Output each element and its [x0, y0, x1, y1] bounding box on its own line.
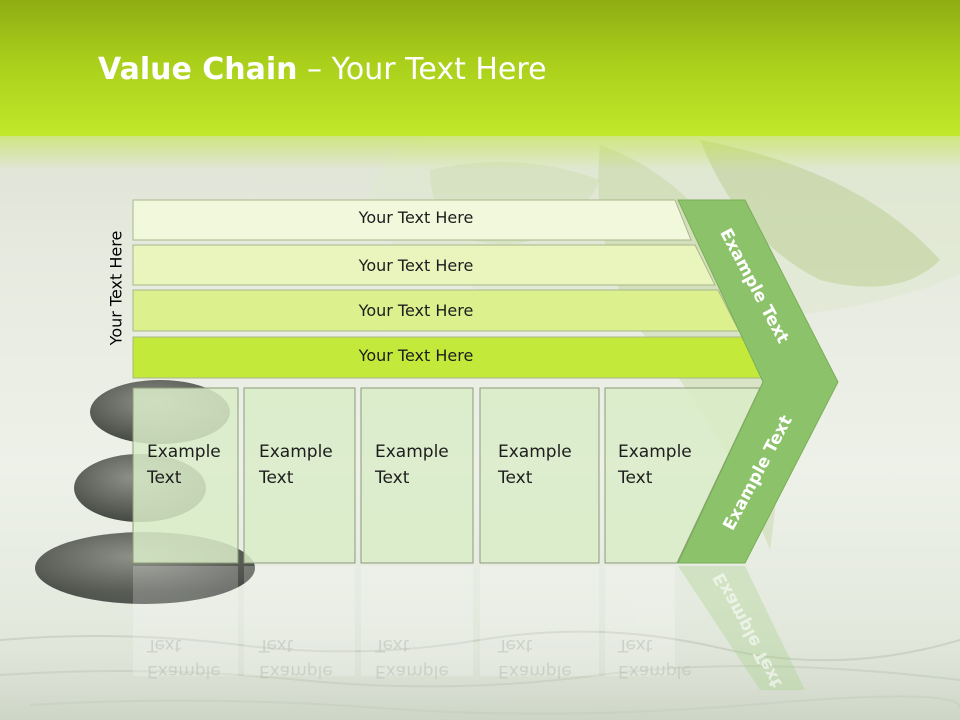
primary-box-3 — [360, 387, 474, 564]
primary-box-2 — [243, 387, 356, 564]
band-label-4: Your Text Here — [358, 346, 474, 365]
band-label-3: Your Text Here — [358, 301, 474, 320]
title-rest: – Your Text Here — [297, 52, 547, 87]
reflection-label-4: Example Text — [498, 635, 572, 681]
box-label-3: Example Text — [375, 442, 449, 488]
side-label: Your Text Here — [106, 230, 126, 346]
band-label-2: Your Text Here — [358, 256, 474, 275]
reflection — [133, 566, 675, 676]
chevron-reflection — [678, 566, 805, 690]
reflection-label-3: Example Text — [375, 635, 449, 681]
margin-chevron — [677, 199, 839, 564]
title-bold: Value Chain — [98, 52, 298, 87]
primary-box-1 — [132, 387, 239, 564]
box-label-2: Example Text — [259, 442, 333, 488]
primary-box-4 — [479, 387, 600, 564]
box-label-1: Example Text — [147, 442, 221, 488]
title-bar — [0, 0, 960, 136]
title-bar-fade — [0, 136, 960, 170]
primary-box-5 — [604, 387, 761, 564]
reflection-label-5: Example Text — [618, 635, 692, 681]
band-label-1: Your Text Here — [358, 208, 474, 227]
reflection-label-2: Example Text — [259, 635, 333, 681]
reflection-label-1: Example Text — [147, 635, 221, 681]
support-band-1 — [132, 199, 692, 241]
box-label-4: Example Text — [498, 442, 572, 488]
support-band-2 — [132, 244, 716, 286]
box-label-5: Example Text — [618, 442, 692, 488]
slide-title: Value Chain – Your Text Here — [98, 52, 547, 87]
